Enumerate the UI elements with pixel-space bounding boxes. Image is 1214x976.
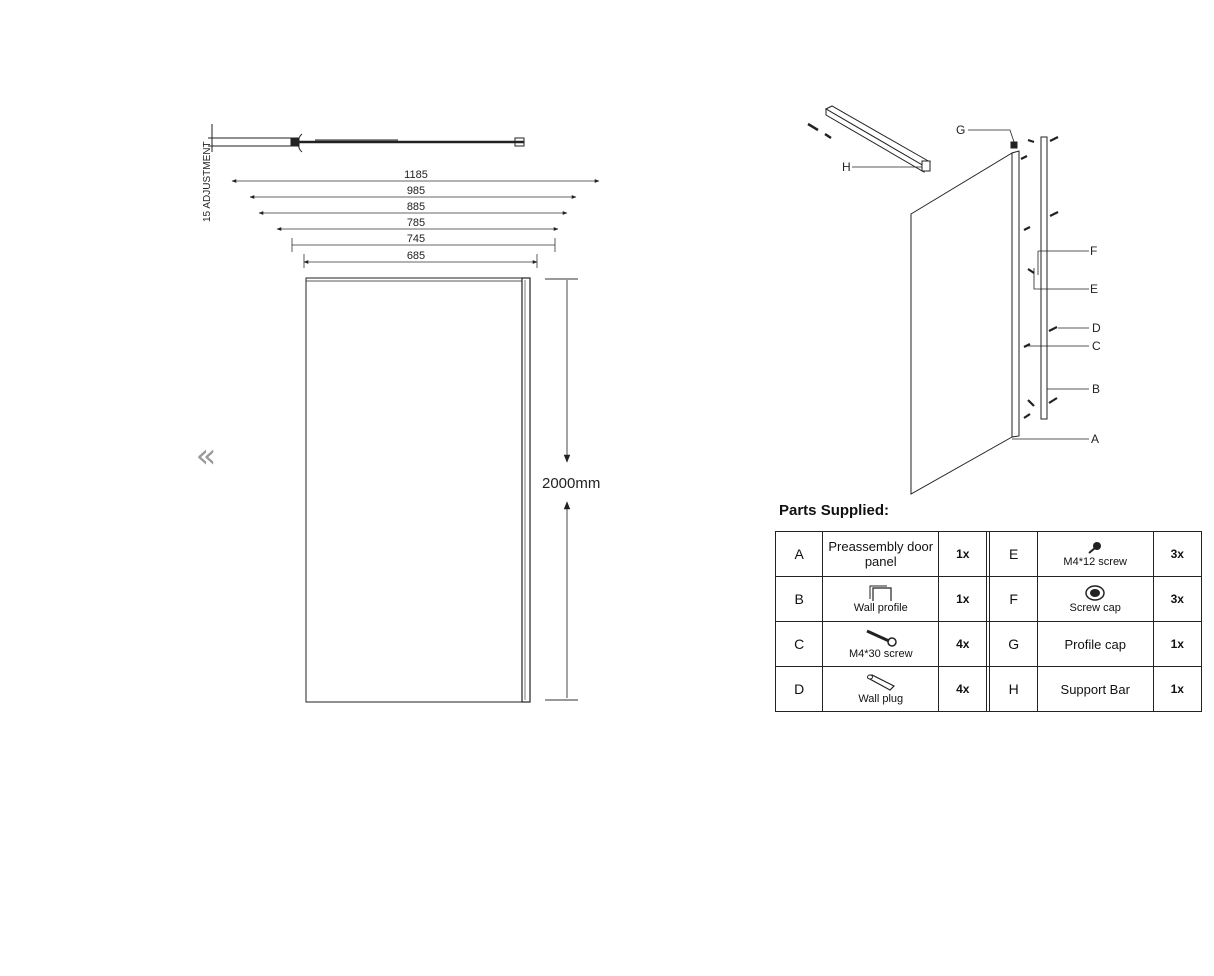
width-label-985: 985 [407, 185, 425, 197]
part-label: Screw cap [1069, 601, 1121, 614]
part-description: Wall profile [822, 576, 940, 622]
panel-elevation [305, 277, 531, 703]
width-dimensions [231, 179, 600, 268]
width-label-745: 745 [407, 233, 425, 245]
part-label: Preassembly door panel [828, 539, 934, 569]
glass-panel [910, 150, 1020, 495]
part-quantity: 1x [938, 531, 988, 577]
part-label: Wall profile [853, 601, 908, 614]
part-code: E [989, 531, 1038, 577]
callout-b: B [1092, 382, 1100, 396]
width-label-1185: 1185 [404, 169, 428, 181]
part-code: H [989, 666, 1038, 712]
screw-cap-icon [1085, 584, 1105, 601]
part-label: Wall plug [858, 692, 904, 705]
callout-d: D [1092, 321, 1101, 335]
part-description: Screw cap [1036, 576, 1154, 622]
part-code: A [774, 531, 824, 577]
part-quantity: 1x [1152, 666, 1203, 712]
plan-view [208, 124, 525, 153]
table-row: A Preassembly door panel 1x E M4*12 scre… [774, 531, 1203, 577]
part-quantity: 3x [1152, 576, 1203, 622]
short-screw-icon [1088, 541, 1102, 554]
part-code: D [774, 666, 824, 712]
part-quantity: 1x [1152, 621, 1203, 667]
previous-arrow-icon[interactable]: « [195, 436, 217, 476]
support-bar [807, 105, 931, 173]
parts-table: A Preassembly door panel 1x E M4*12 scre… [774, 531, 1203, 712]
part-description: Support Bar [1036, 666, 1154, 712]
callout-leaders [852, 129, 1089, 440]
parts-title: Parts Supplied: [779, 502, 890, 519]
part-quantity: 4x [938, 666, 988, 712]
long-screw-icon [866, 629, 897, 647]
callout-c: C [1092, 339, 1101, 353]
callout-a: A [1091, 432, 1099, 446]
table-row: B Wall profile 1x F Screw cap 3x [774, 576, 1203, 622]
part-description: M4*30 screw [822, 621, 940, 667]
height-label: 2000mm [542, 475, 600, 492]
part-description: Wall plug [822, 666, 940, 712]
table-row: D Wall plug 4x H Support Bar 1x [774, 666, 1203, 712]
wall-profile-icon [869, 585, 892, 601]
part-quantity: 1x [938, 576, 988, 622]
width-label-685: 685 [407, 250, 425, 262]
part-label: M4*30 screw [848, 647, 913, 660]
part-description: M4*12 screw [1036, 531, 1154, 577]
part-label: M4*12 screw [1063, 555, 1127, 568]
callout-e: E [1090, 282, 1098, 296]
part-code: B [774, 576, 824, 622]
table-row: C M4*30 screw 4x G Profile cap 1x [774, 621, 1203, 667]
part-quantity: 3x [1152, 531, 1203, 577]
part-code: F [989, 576, 1038, 622]
part-description: Preassembly door panel [822, 531, 940, 577]
part-label: Support Bar [1060, 681, 1130, 697]
part-description: Profile cap [1036, 621, 1154, 667]
fixings [1020, 136, 1059, 419]
height-dimension [545, 278, 578, 701]
width-label-885: 885 [407, 201, 425, 213]
width-label-785: 785 [407, 217, 425, 229]
part-quantity: 4x [938, 621, 988, 667]
wall-plug-icon [866, 673, 895, 691]
part-code: C [774, 621, 824, 667]
callout-f: F [1090, 244, 1097, 258]
callout-h: H [842, 160, 851, 174]
callout-g: G [956, 123, 965, 137]
adjustment-label: 15 ADJUSTMENT [202, 141, 213, 222]
part-code: G [989, 621, 1038, 667]
part-label: Profile cap [1064, 636, 1126, 652]
